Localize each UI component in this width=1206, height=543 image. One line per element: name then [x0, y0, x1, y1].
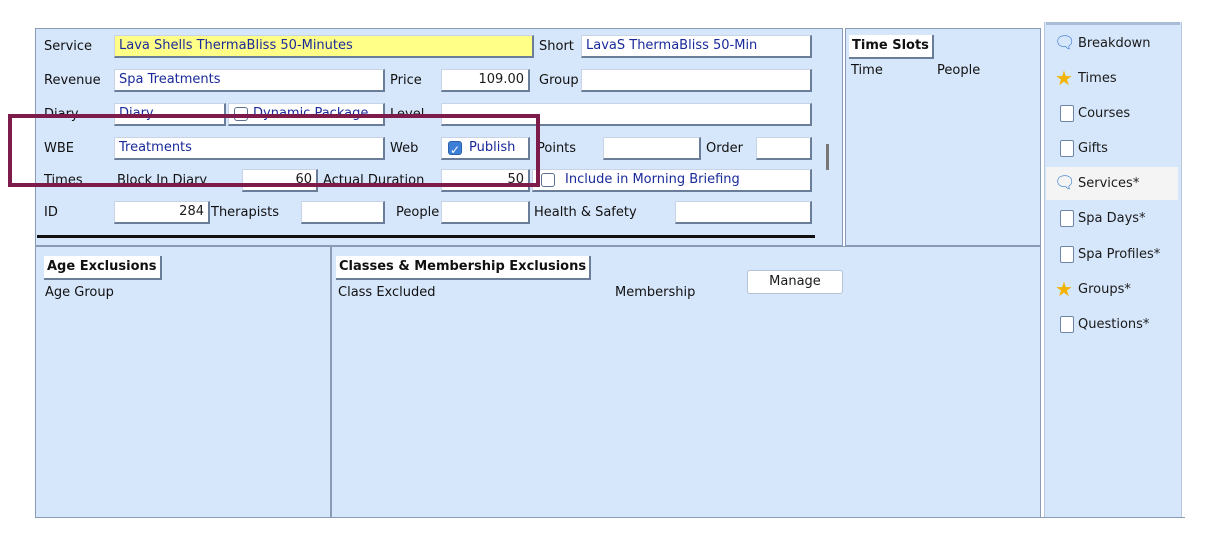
document-icon — [1060, 140, 1074, 157]
sidebar-item-breakdown[interactable]: 🗨 Breakdown — [1046, 27, 1178, 60]
id-field[interactable]: 284 — [114, 201, 210, 224]
class-exclusions-panel — [331, 246, 1041, 518]
group-field[interactable] — [581, 69, 812, 92]
sidebar-item-label: Services* — [1078, 176, 1140, 191]
morning-briefing-toggle[interactable]: Include in Morning Briefing — [532, 169, 812, 192]
therapists-field[interactable] — [301, 201, 385, 224]
age-group-col: Age Group — [45, 285, 114, 300]
morning-briefing-checkbox[interactable] — [541, 173, 555, 187]
scroll-handle[interactable] — [826, 144, 829, 170]
speech-bubble-icon: 🗨 — [1054, 173, 1076, 193]
order-label: Order — [706, 141, 743, 156]
wbe-label: WBE — [44, 141, 74, 156]
sidebar-item-spa-days[interactable]: Spa Days* — [1046, 202, 1178, 235]
bottom-divider — [35, 517, 1185, 518]
speech-bubble-icon: 🗨 — [1054, 33, 1076, 53]
morning-briefing-label: Include in Morning Briefing — [565, 172, 740, 187]
group-label: Group — [539, 73, 579, 88]
sidebar-item-label: Breakdown — [1078, 36, 1151, 51]
sidebar-item-label: Times — [1078, 71, 1117, 86]
class-exclusions-header[interactable]: Classes & Membership Exclusions — [336, 256, 592, 280]
sidebar-item-label: Spa Profiles* — [1078, 247, 1161, 262]
points-label: Points — [537, 141, 577, 156]
document-icon — [1060, 246, 1074, 263]
service-label: Service — [44, 39, 93, 54]
sidebar-item-services[interactable]: 🗨 Services* — [1046, 167, 1178, 200]
revenue-label: Revenue — [44, 73, 101, 88]
time-slots-panel — [845, 28, 1041, 246]
sidebar-item-label: Spa Days* — [1078, 211, 1146, 226]
price-label: Price — [390, 73, 422, 88]
short-label: Short — [539, 39, 574, 54]
price-field[interactable]: 109.00 — [441, 69, 530, 92]
points-field[interactable] — [603, 137, 701, 160]
age-exclusions-header[interactable]: Age Exclusions — [44, 256, 162, 280]
sidebar-item-label: Questions* — [1078, 317, 1150, 332]
id-label: ID — [44, 205, 58, 220]
publish-checkbox[interactable] — [448, 140, 462, 158]
revenue-field[interactable]: Spa Treatments — [114, 69, 385, 92]
sidebar-item-questions[interactable]: Questions* — [1046, 308, 1178, 341]
document-icon — [1060, 210, 1074, 227]
wbe-field[interactable]: Treatments — [114, 137, 385, 160]
sidebar — [1044, 22, 1182, 518]
membership-col: Membership — [615, 285, 696, 300]
time-slots-header[interactable]: Time Slots — [849, 35, 934, 59]
class-excluded-col: Class Excluded — [338, 285, 436, 300]
time-slots-col-time: Time — [851, 63, 883, 78]
people-label: People — [396, 205, 440, 220]
star-icon: ★ — [1055, 66, 1073, 90]
manage-button[interactable]: Manage — [747, 270, 843, 294]
publish-label: Publish — [469, 140, 516, 155]
sidebar-item-times[interactable]: ★ Times — [1046, 62, 1178, 95]
therapists-label: Therapists — [211, 205, 279, 220]
sidebar-item-spa-profiles[interactable]: Spa Profiles* — [1046, 238, 1178, 271]
web-label: Web — [390, 141, 419, 156]
sidebar-item-groups[interactable]: ★ Groups* — [1046, 273, 1178, 306]
service-field[interactable]: Lava Shells ThermaBliss 50-Minutes — [114, 35, 534, 58]
top-divider — [1046, 22, 1180, 25]
sidebar-item-label: Groups* — [1078, 282, 1131, 297]
document-icon — [1060, 316, 1074, 333]
short-field[interactable]: LavaS ThermaBliss 50-Min — [581, 35, 812, 58]
form-separator — [37, 235, 815, 238]
sidebar-item-gifts[interactable]: Gifts — [1046, 132, 1178, 165]
publish-toggle[interactable]: Publish — [441, 137, 530, 160]
sidebar-item-label: Gifts — [1078, 141, 1108, 156]
star-icon: ★ — [1055, 277, 1073, 301]
health-safety-label: Health & Safety — [534, 205, 637, 220]
sidebar-item-label: Courses — [1078, 106, 1131, 121]
order-field[interactable] — [756, 137, 812, 160]
sidebar-item-courses[interactable]: Courses — [1046, 97, 1178, 130]
document-icon — [1060, 105, 1074, 122]
people-field[interactable] — [441, 201, 530, 224]
highlight-box — [8, 114, 540, 187]
time-slots-col-people: People — [937, 63, 981, 78]
health-safety-field[interactable] — [675, 201, 812, 224]
